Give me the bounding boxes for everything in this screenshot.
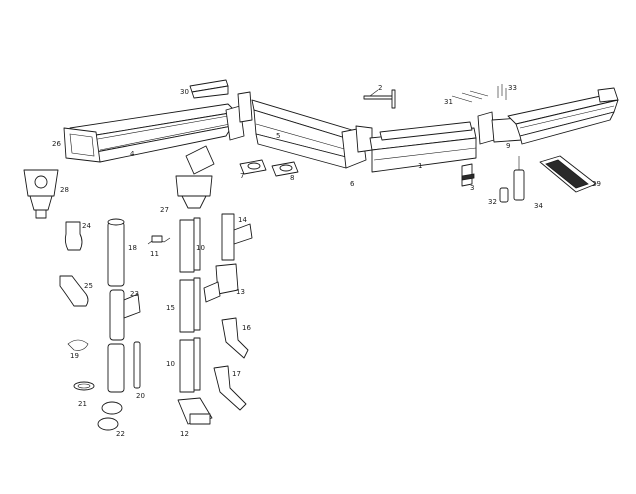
gutter-section-5 bbox=[251, 99, 353, 169]
outside-corner-9 bbox=[477, 111, 523, 145]
round-bend-24 bbox=[64, 221, 83, 251]
label-9: 9 bbox=[506, 142, 510, 150]
label-3: 3 bbox=[470, 184, 474, 192]
label-10b: 10 bbox=[166, 360, 175, 368]
round-band-21 bbox=[73, 381, 95, 391]
label-20: 20 bbox=[136, 392, 145, 400]
label-17: 17 bbox=[232, 370, 241, 378]
pipe-clip-11 bbox=[147, 235, 171, 245]
label-26: 26 bbox=[52, 140, 61, 148]
sealant-tube-34 bbox=[513, 156, 525, 201]
offset-16 bbox=[221, 317, 249, 359]
label-18: 18 bbox=[128, 244, 137, 252]
label-11: 11 bbox=[150, 250, 159, 258]
label-15: 15 bbox=[166, 304, 175, 312]
label-10a: 10 bbox=[196, 244, 205, 252]
gutter-cover-30 bbox=[189, 79, 229, 99]
sealant-cap-32 bbox=[499, 187, 509, 203]
label-6: 6 bbox=[350, 180, 355, 188]
outlet-7 bbox=[239, 159, 267, 175]
label-34: 34 bbox=[534, 202, 543, 210]
inside-corner-6 bbox=[341, 125, 373, 169]
label-4: 4 bbox=[130, 150, 135, 158]
offset-17 bbox=[213, 365, 247, 411]
label-23: 23 bbox=[130, 290, 139, 298]
stop-end-26 bbox=[63, 127, 101, 163]
label-13: 13 bbox=[236, 288, 245, 296]
hopper-27 bbox=[175, 145, 215, 209]
hanger-bracket-2 bbox=[363, 89, 396, 109]
label-30: 30 bbox=[180, 88, 189, 96]
label-31: 31 bbox=[444, 98, 453, 106]
round-shoe-22 bbox=[97, 401, 123, 431]
label-25: 25 bbox=[84, 282, 93, 290]
label-5: 5 bbox=[276, 132, 280, 140]
label-29: 29 bbox=[592, 180, 601, 188]
label-28: 28 bbox=[60, 186, 69, 194]
branch-13 bbox=[203, 263, 239, 303]
fascia-bracket-3 bbox=[461, 163, 475, 187]
label-27: 27 bbox=[160, 206, 169, 214]
leaf-guard-29 bbox=[539, 155, 597, 193]
label-19: 19 bbox=[70, 352, 79, 360]
label-33: 33 bbox=[508, 84, 517, 92]
label-7: 7 bbox=[240, 172, 244, 180]
label-22: 22 bbox=[116, 430, 125, 438]
gutter-section-1 bbox=[369, 121, 477, 173]
label-24: 24 bbox=[82, 222, 91, 230]
round-branch-23 bbox=[109, 289, 141, 341]
downpipe-10-lower bbox=[179, 337, 201, 393]
downpipe-15 bbox=[179, 277, 201, 333]
downpipe-10-upper bbox=[179, 217, 201, 273]
round-offset-25 bbox=[59, 275, 89, 307]
round-pipe-18 bbox=[107, 218, 125, 287]
label-1: 1 bbox=[418, 162, 422, 170]
round-pipe-lower bbox=[107, 343, 125, 393]
round-bracket-20 bbox=[133, 341, 141, 389]
label-12: 12 bbox=[180, 430, 189, 438]
gutter-section-4 bbox=[69, 103, 237, 163]
label-14: 14 bbox=[238, 216, 247, 224]
rivets-33 bbox=[497, 84, 507, 100]
label-32: 32 bbox=[488, 198, 497, 206]
screws-31 bbox=[451, 90, 489, 103]
label-2: 2 bbox=[378, 84, 382, 92]
outlet-8 bbox=[271, 161, 299, 177]
gutter-section-right bbox=[507, 87, 619, 145]
shoe-12 bbox=[177, 397, 213, 425]
branch-14 bbox=[221, 213, 253, 261]
label-16: 16 bbox=[242, 324, 251, 332]
gutter-joint bbox=[225, 91, 253, 141]
label-21: 21 bbox=[78, 400, 87, 408]
round-clip-19 bbox=[67, 339, 89, 351]
rainwater-head-28 bbox=[23, 169, 59, 219]
label-8: 8 bbox=[290, 174, 294, 182]
